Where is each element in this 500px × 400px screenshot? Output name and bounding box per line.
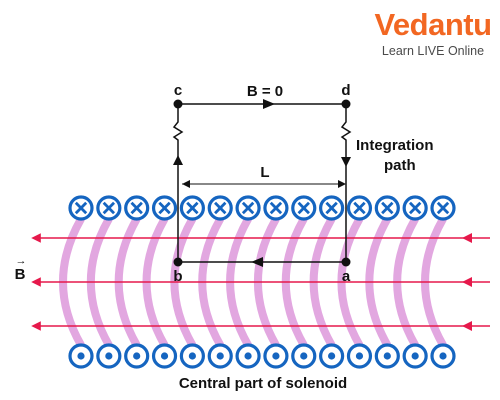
coil-into-page-icon bbox=[263, 195, 289, 221]
integration-path bbox=[172, 103, 352, 263]
coil-out-of-page-icon bbox=[430, 343, 456, 369]
path-right-segment bbox=[340, 104, 352, 262]
coil-into-page-icon bbox=[68, 195, 94, 221]
coil-into-page-icon bbox=[151, 195, 178, 221]
coil-into-page-icon bbox=[346, 195, 373, 221]
diagram-labels: c d b a B = 0 L Integration path B → Cen… bbox=[15, 82, 434, 392]
field-arrow-icon bbox=[462, 233, 472, 243]
coil-out-of-page-icon bbox=[319, 343, 345, 369]
corner-label-d: d bbox=[341, 82, 350, 99]
top-segment-label: B = 0 bbox=[247, 83, 283, 100]
corner-dot-c bbox=[173, 99, 183, 109]
coil-out-of-page-icon bbox=[68, 343, 94, 369]
path-corner-dots bbox=[173, 99, 351, 267]
coil-out-of-page-icon bbox=[96, 343, 122, 369]
corner-label-b: b bbox=[173, 268, 182, 285]
coil-out-of-page-icon bbox=[374, 343, 400, 369]
coil-into-page-icon bbox=[235, 195, 261, 221]
arrow-down-icon bbox=[341, 157, 351, 167]
coil-out-of-page-icon bbox=[124, 343, 150, 369]
coil-out-of-page-icon bbox=[179, 343, 205, 369]
coil-into-page-icon bbox=[319, 195, 345, 221]
coil-out-of-page-icon bbox=[235, 343, 261, 369]
corner-label-c: c bbox=[174, 82, 182, 99]
field-label: B bbox=[15, 266, 26, 283]
brand-tagline: Learn LIVE Online bbox=[381, 44, 485, 58]
coil-out-of-page-icon bbox=[151, 343, 178, 369]
coil-out-of-page-icon bbox=[263, 343, 289, 369]
arrow-up-icon bbox=[173, 155, 183, 165]
field-arrow-icon bbox=[462, 321, 472, 331]
corner-label-a: a bbox=[342, 268, 351, 285]
field-vector-mark: → bbox=[16, 255, 27, 267]
coil-out-of-page-icon bbox=[291, 343, 317, 369]
top-coil-row bbox=[68, 195, 456, 221]
coil-out-of-page-icon bbox=[402, 343, 428, 369]
brand-logo: Vedantu Learn LIVE Online bbox=[372, 8, 494, 59]
brand-name: Vedantu bbox=[374, 7, 492, 42]
corner-dot-a bbox=[341, 257, 351, 267]
field-lines bbox=[31, 233, 490, 331]
coil-into-page-icon bbox=[124, 195, 150, 221]
bottom-coil-row bbox=[68, 343, 456, 369]
path-left-segment bbox=[172, 104, 184, 262]
coil-into-page-icon bbox=[402, 195, 428, 221]
coil-into-page-icon bbox=[374, 195, 400, 221]
coil-out-of-page-icon bbox=[207, 343, 233, 369]
corner-dot-d bbox=[341, 99, 351, 109]
dimension-arrow-right-icon bbox=[338, 180, 346, 188]
coil-into-page-icon bbox=[96, 195, 122, 221]
corner-dot-b bbox=[173, 257, 183, 267]
path-direction-arrows bbox=[173, 99, 351, 267]
diagram-caption: Central part of solenoid bbox=[179, 375, 347, 392]
coil-out-of-page-icon bbox=[346, 343, 373, 369]
length-label: L bbox=[260, 164, 269, 181]
dimension-arrow-left-icon bbox=[182, 180, 190, 188]
arrow-right-icon bbox=[263, 99, 275, 109]
coil-into-page-icon bbox=[430, 195, 456, 221]
arrow-left-icon bbox=[251, 257, 263, 267]
path-label-line2: path bbox=[384, 157, 416, 174]
coil-into-page-icon bbox=[207, 195, 233, 221]
coil-into-page-icon bbox=[291, 195, 317, 221]
field-arrow-icon bbox=[462, 277, 472, 287]
coil-into-page-icon bbox=[179, 195, 205, 221]
path-label-line1: Integration bbox=[356, 137, 434, 154]
